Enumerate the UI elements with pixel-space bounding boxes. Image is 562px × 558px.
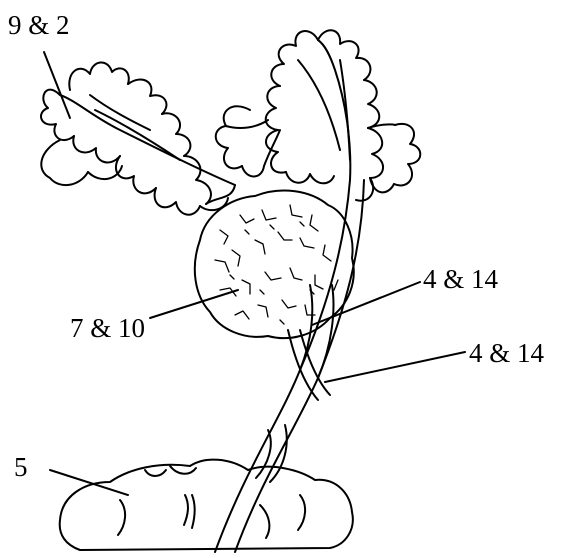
left-leaf: [41, 62, 235, 214]
leader-line-4-14-lower: [325, 352, 465, 382]
label-4-and-14-upper: 4 & 14: [423, 266, 498, 293]
leader-line-7-10: [150, 290, 238, 318]
stems: [215, 180, 364, 552]
leader-line-5: [50, 470, 128, 495]
label-4-and-14-lower: 4 & 14: [469, 340, 544, 367]
label-5: 5: [14, 454, 28, 481]
right-leaf: [216, 30, 421, 200]
leader-line-4-14-upper: [312, 282, 420, 325]
leader-lines: [44, 52, 465, 495]
flower-head: [195, 190, 354, 338]
label-9-and-2: 9 & 2: [8, 12, 70, 39]
label-7-and-10: 7 & 10: [70, 315, 145, 342]
ground-rocks: [60, 460, 353, 550]
